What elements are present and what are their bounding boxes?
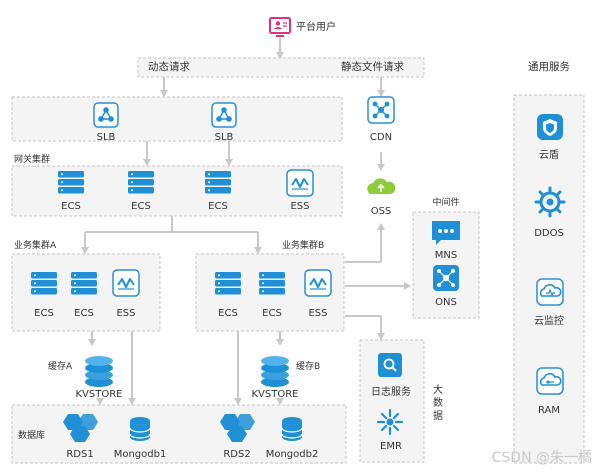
ons-label: ONS [435,297,457,308]
ecs-server-icon [215,272,241,295]
rds2-label: RDS2 [223,449,251,460]
kvstore-icon [261,356,289,387]
static-request-label: 静态文件请求 [341,61,404,73]
ecs-server-icon [31,272,57,295]
database-title: 数据库 [18,431,46,441]
slb-icon [93,102,119,128]
cloud-key-icon [536,367,564,395]
gateway-ecs-label: ECS [208,201,228,212]
emr-spark-icon [376,408,404,436]
cluster-b-ecs-label: ECS [218,308,238,319]
cloud-monitor-icon [536,278,564,306]
ddos-label: DDOS [534,228,564,239]
cache-a-label: 缓存A [48,362,73,372]
ram-label: RAM [537,405,561,416]
slb-label: SLB [214,132,234,143]
cluster-a-ecs-label: ECS [34,308,54,319]
cluster-b-ecs-label: ECS [262,308,282,319]
log-service-icon [378,353,402,377]
ecs-server-icon [58,171,84,194]
middleware-title: 中间件 [432,198,460,208]
gateway-cluster-title: 网关集群 [14,155,51,165]
watermark: CSDN @朱一橘 [491,450,592,466]
ecs-server-icon [71,272,97,295]
cdn-label: CDN [369,132,393,143]
ecs-server-icon [128,171,154,194]
bigdata-box [359,339,425,463]
mongodb2-label: Mongodb2 [265,449,319,460]
gateway-ecs-label: ECS [61,201,81,212]
gateway-ess-label: ESS [290,201,310,212]
mongodb-database-icon [129,416,151,442]
shield-icon [537,114,563,140]
log-service-label: 日志服务 [371,387,411,398]
mns-label: MNS [434,250,458,261]
kvstore-icon [85,356,113,387]
cluster-a-ecs-label: ECS [74,308,94,319]
oss-cloud-upload-icon [367,178,396,194]
cluster-a-ess-label: ESS [116,308,136,319]
cache-b-label: 缓存B [296,362,321,372]
mongodb-database-icon [281,416,303,442]
kvstore-b-label: KVSTORE [251,389,299,400]
ons-hub-icon [433,265,459,291]
ess-wave-icon [112,269,140,297]
oss-label: OSS [370,206,392,217]
platform-user-label: 平台用户 [296,22,336,33]
user-monitor-icon [269,17,291,37]
ecs-server-icon [205,171,231,194]
slb-label: SLB [96,132,116,143]
mns-message-icon [432,221,460,245]
ecs-server-icon [259,272,285,295]
ddos-gear-icon [534,186,566,218]
emr-label: EMR [380,441,402,452]
mongodb1-label: Mongodb1 [113,449,167,460]
cluster-b-title: 业务集群B [282,241,325,251]
kvstore-a-label: KVSTORE [75,389,123,400]
cluster-b-ess-label: ESS [308,308,328,319]
rds1-label: RDS1 [66,449,94,460]
slb-group-box [11,96,343,142]
ess-wave-icon [304,269,332,297]
cluster-a-title: 业务集群A [14,241,57,251]
bigdata-title: 大数据 [433,385,443,422]
cloud-monitor-label: 云监控 [534,316,564,327]
cdn-network-icon [367,96,395,124]
gateway-ecs-label: ECS [131,201,151,212]
yundun-label: 云盾 [539,150,559,161]
ess-wave-icon [286,169,314,197]
general-services-title: 通用服务 [528,61,570,73]
slb-icon [211,102,237,128]
dynamic-request-label: 动态请求 [148,61,190,73]
